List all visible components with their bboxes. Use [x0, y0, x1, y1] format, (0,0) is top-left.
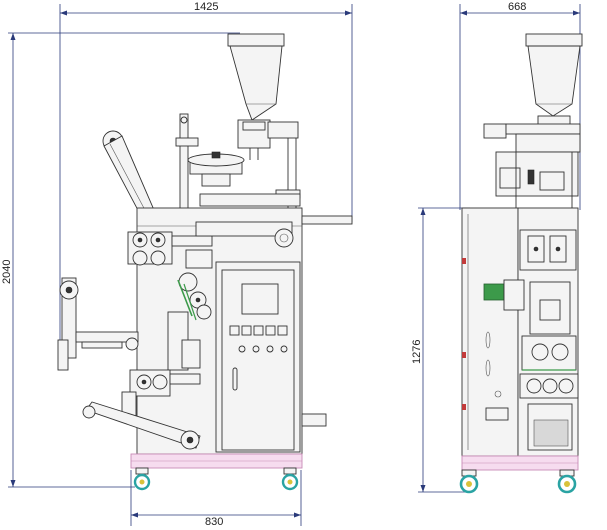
dim-front-base: 830: [130, 470, 302, 528]
front-left-arm: [57, 277, 139, 371]
dim-side-height: 1276: [411, 207, 470, 493]
dim-front-height-label: 2040: [1, 260, 13, 284]
dim-front-width: 1425: [59, 1, 353, 370]
front-hopper: [227, 33, 299, 160]
control-buttons: [229, 325, 288, 353]
dim-front-height: 2040: [1, 32, 240, 488]
front-paper-arm: [102, 130, 155, 215]
dim-side-height-text: 1276: [411, 340, 423, 364]
dim-side-width-label: 668: [508, 1, 526, 13]
caster-wheel-icon: [133, 467, 151, 491]
front-dosing-assembly: [175, 113, 301, 215]
side-upper-mechanism: [483, 123, 581, 208]
side-base-frame: [461, 455, 579, 471]
side-view: 668 1276: [411, 1, 583, 494]
front-main-body: [136, 207, 353, 455]
front-bottom-arm: [82, 401, 201, 450]
front-view: 1425 2040 830: [1, 1, 353, 528]
side-main-body: [461, 207, 579, 457]
dim-side-width: 668: [459, 1, 581, 210]
caster-wheel-icon: [557, 469, 577, 494]
front-seal-mechanism: [121, 221, 294, 417]
dim-front-base-label: 830: [205, 516, 223, 528]
funnel-hopper-icon: [525, 33, 583, 129]
caster-wheel-icon: [281, 467, 299, 491]
dim-front-width-label: 1425: [194, 1, 218, 13]
front-base-frame: [130, 453, 303, 469]
caster-wheel-icon: [459, 469, 479, 494]
